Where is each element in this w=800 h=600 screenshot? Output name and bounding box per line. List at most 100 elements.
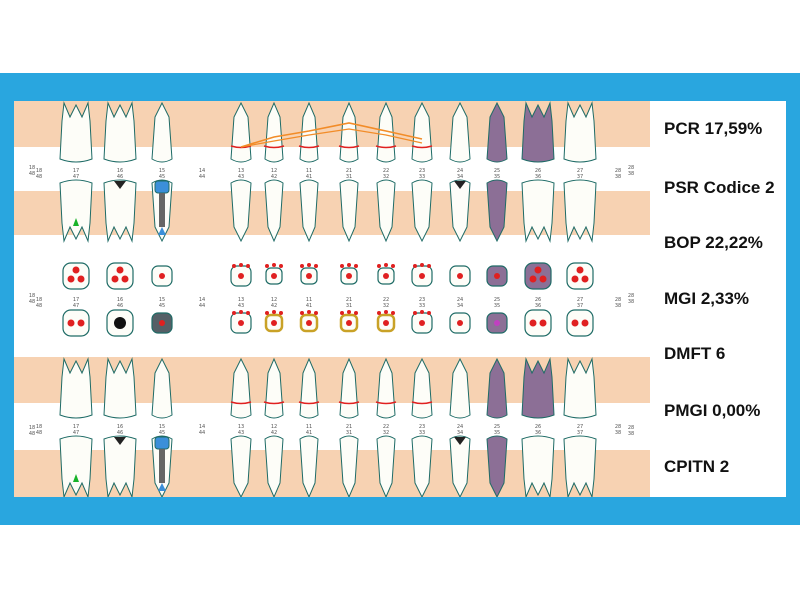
occlusal-number-32: 32 bbox=[383, 303, 389, 309]
bleed-dot-47-b bbox=[77, 319, 85, 327]
probe-dot-13-0 bbox=[232, 264, 236, 268]
probe-dot-31-1 bbox=[347, 310, 351, 314]
crown-dot-35 bbox=[494, 320, 500, 326]
bleed-dot-24 bbox=[457, 273, 463, 279]
probe-dot-43-2 bbox=[246, 311, 250, 315]
probe-dot-32-1 bbox=[384, 310, 388, 314]
bleed-dot-17-b bbox=[67, 275, 75, 283]
quadrant-label-tl-a: 18 bbox=[29, 165, 35, 171]
bleed-dot-25 bbox=[494, 273, 500, 279]
occlusal-number-26: 26 bbox=[535, 297, 541, 303]
quadrant-label-ml-a: 18 bbox=[29, 293, 35, 299]
tooth-number-35-top: 35 bbox=[494, 174, 500, 180]
bleed-dot-23 bbox=[419, 273, 425, 279]
occlusal-number-27: 27 bbox=[577, 297, 583, 303]
stat-psr: PSR Codice 2 bbox=[664, 178, 775, 197]
stats-column: PCR 17,59% PSR Codice 2 BOP 22,22% MGI 2… bbox=[650, 101, 786, 497]
occlusal-number-48: 48 bbox=[36, 303, 42, 309]
quadrant-label-br-a: 28 bbox=[628, 425, 634, 431]
bleed-dot-47-a bbox=[67, 319, 75, 327]
upper-tooth-24-top bbox=[449, 101, 471, 163]
lower-tooth-32-top bbox=[376, 179, 396, 243]
tooth-number-36-bottom: 36 bbox=[535, 430, 541, 436]
occlusal-number-46: 46 bbox=[117, 303, 123, 309]
quadrant-label-bl-b: 48 bbox=[29, 431, 35, 437]
probe-dot-33-0 bbox=[413, 311, 417, 315]
upper-tooth-21-bottom bbox=[339, 357, 359, 419]
probe-dot-31-0 bbox=[340, 311, 344, 315]
bleed-dot-34 bbox=[457, 320, 463, 326]
probe-dot-41-1 bbox=[307, 310, 311, 314]
tooth-number-45-top: 45 bbox=[159, 174, 165, 180]
tooth-number-28-top: 28 bbox=[615, 168, 621, 174]
upper-tooth-12-bottom bbox=[264, 357, 284, 419]
upper-tooth-12-top bbox=[264, 101, 284, 163]
lower-tooth-33-top bbox=[411, 179, 433, 243]
probe-dot-13-1 bbox=[239, 263, 243, 267]
tooth-number-22-bottom: 22 bbox=[383, 424, 389, 430]
bleed-dot-41 bbox=[306, 320, 312, 326]
tooth-number-14-top: 14 bbox=[199, 168, 205, 174]
bleed-dot-36-b bbox=[539, 319, 547, 327]
occlusal-number-11: 11 bbox=[306, 297, 312, 303]
lower-tooth-36-bottom bbox=[521, 435, 555, 497]
probe-dot-21-2 bbox=[354, 264, 358, 268]
occlusal-lower-36 bbox=[524, 309, 552, 337]
bleed-dot-11 bbox=[306, 273, 312, 279]
tooth-number-24-top: 24 bbox=[457, 168, 463, 174]
tooth-number-26-bottom: 26 bbox=[535, 424, 541, 430]
occlusal-upper-17 bbox=[62, 262, 90, 290]
implant-arrow-45-bottom bbox=[158, 483, 166, 491]
upper-tooth-16-bottom bbox=[103, 357, 137, 419]
tooth-number-47-bottom: 47 bbox=[73, 430, 79, 436]
tooth-number-48-top: 48 bbox=[36, 174, 42, 180]
bleed-dot-27-c bbox=[581, 275, 589, 283]
gingival-line-13-top bbox=[230, 145, 252, 149]
bleed-dot-16-c bbox=[121, 275, 129, 283]
lower-tooth-46-bottom bbox=[103, 435, 137, 497]
tooth-number-44-bottom: 44 bbox=[199, 430, 205, 436]
occlusal-number-18: 18 bbox=[36, 297, 42, 303]
quadrant-label-mr-a: 28 bbox=[628, 293, 634, 299]
probe-dot-32-0 bbox=[377, 311, 381, 315]
occlusal-lower-47 bbox=[62, 309, 90, 337]
probe-dot-42-1 bbox=[272, 310, 276, 314]
caries-mark-34-bottom bbox=[454, 437, 466, 445]
occlusal-number-15: 15 bbox=[159, 297, 165, 303]
tooth-number-41-bottom: 41 bbox=[306, 430, 312, 436]
probe-dot-12-2 bbox=[279, 264, 283, 268]
implant-crown-45-top bbox=[154, 180, 170, 194]
occlusal-number-34: 34 bbox=[457, 303, 463, 309]
upper-tooth-17-top bbox=[59, 101, 93, 163]
tooth-number-15-top: 15 bbox=[159, 168, 165, 174]
bleed-dot-15 bbox=[159, 273, 165, 279]
occlusal-number-45: 45 bbox=[159, 303, 165, 309]
tooth-number-21-bottom: 21 bbox=[346, 424, 352, 430]
occlusal-number-21: 21 bbox=[346, 297, 352, 303]
lower-tooth-47-top bbox=[59, 179, 93, 243]
bleed-dot-16-b bbox=[111, 275, 119, 283]
quadrant-label-tr-b: 38 bbox=[628, 171, 634, 177]
probe-dot-33-2 bbox=[427, 311, 431, 315]
occlusal-number-42: 42 bbox=[271, 303, 277, 309]
probe-dot-23-0 bbox=[413, 264, 417, 268]
tooth-number-17-top: 17 bbox=[73, 168, 79, 174]
tooth-number-32-top: 32 bbox=[383, 174, 389, 180]
lower-tooth-36-top bbox=[521, 179, 555, 243]
occlusal-number-44: 44 bbox=[199, 303, 205, 309]
occlusal-number-38: 38 bbox=[615, 303, 621, 309]
bleed-dot-33 bbox=[419, 320, 425, 326]
occlusal-number-47: 47 bbox=[73, 303, 79, 309]
lower-tooth-43-top bbox=[230, 179, 252, 243]
tooth-number-11-top: 11 bbox=[306, 168, 312, 174]
gingival-line-12-top bbox=[263, 145, 285, 149]
stat-mgi: MGI 2,33% bbox=[664, 289, 750, 308]
dental-chart-svg: 1848174716461545144413431242114121312232… bbox=[29, 101, 634, 497]
tooth-number-34-top: 34 bbox=[457, 174, 463, 180]
probe-dot-33-1 bbox=[420, 310, 424, 314]
occlusal-number-16: 16 bbox=[117, 297, 123, 303]
tooth-number-22-top: 22 bbox=[383, 168, 389, 174]
tooth-number-38-bottom: 38 bbox=[615, 430, 621, 436]
caries-mark-46-bottom bbox=[114, 437, 126, 445]
plaque-line-1 bbox=[240, 122, 423, 148]
